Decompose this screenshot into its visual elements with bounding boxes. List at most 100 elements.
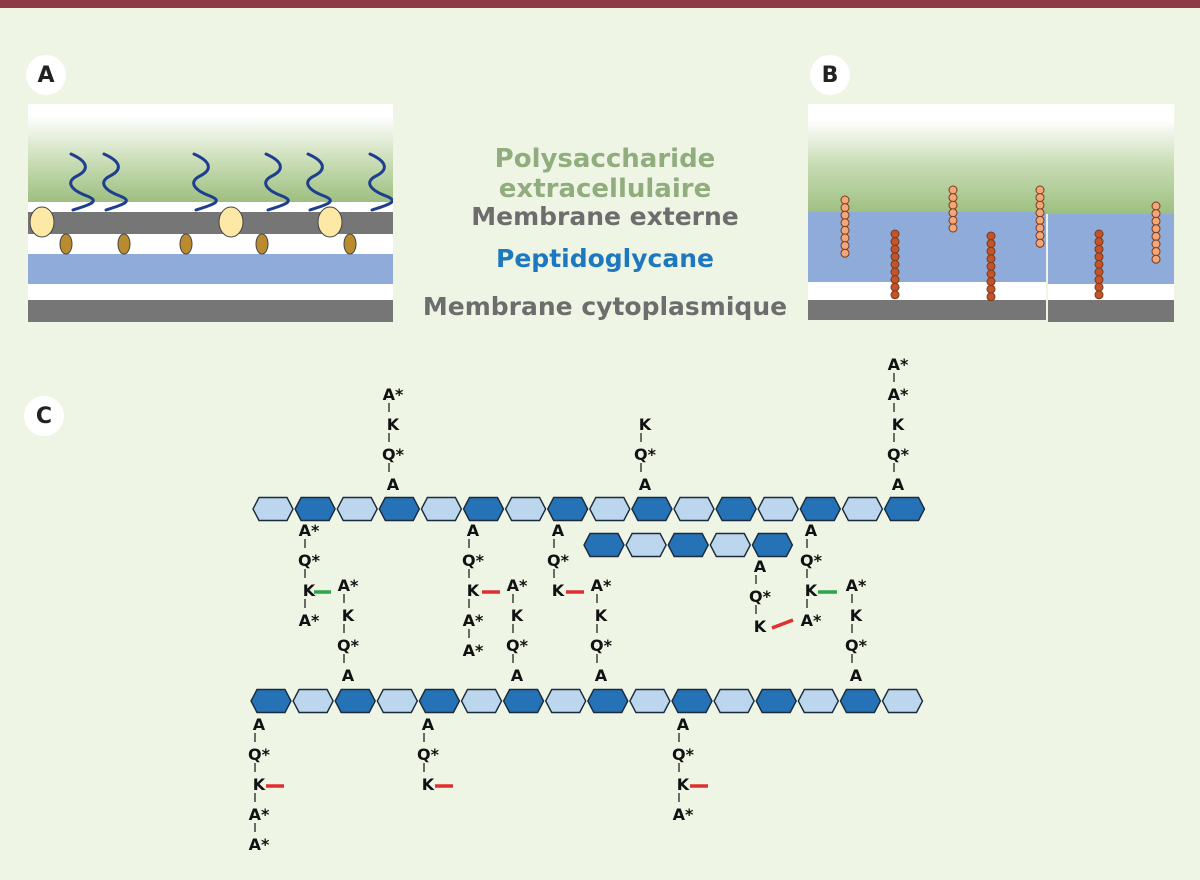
polysaccharide-layer (28, 104, 393, 202)
chain-light-4-unit (1151, 216, 1161, 226)
gap-white-b1 (808, 282, 1046, 300)
top-glycan-strand-sugar (841, 496, 884, 522)
bottom-glycan-strand-sugar (544, 688, 587, 714)
stem-bottom-down-3-residue: Q* (672, 745, 695, 764)
bottom-glycan-strand-sugar (839, 688, 882, 714)
bottom-glycan-strand-sugar (334, 688, 376, 714)
stem-bottom-up-4-residue: A (850, 666, 863, 685)
stem-bottom-down-1-residue: A* (249, 805, 270, 824)
chain-dark-1-unit (890, 259, 900, 269)
top-glycan-strand-sugar (378, 496, 421, 522)
stem-bottom-down-2-residue: K (422, 775, 435, 794)
chain-dark-3-unit (1094, 252, 1104, 262)
chain-dark-3 (1094, 229, 1104, 300)
chain-light-2-unit (948, 208, 958, 218)
stem-bottom-up-3-residue: Q* (590, 636, 613, 655)
stem-top-down-2-residue: A* (463, 611, 484, 630)
chain-light-1-unit (840, 248, 850, 258)
top-glycan-strand-sugar (589, 496, 631, 522)
chain-dark-3-unit (1094, 259, 1104, 269)
panel-b-diagram (808, 104, 1174, 322)
chain-light-4-unit (1151, 201, 1161, 211)
chain-dark-2-unit (986, 239, 996, 249)
chain-dark-3-unit (1094, 282, 1104, 292)
stem-bottom-up-2-residue: A* (507, 576, 528, 595)
bottom-glycan-strand-sugar (713, 688, 755, 714)
bottom-glycan-strand-sugar (460, 688, 503, 714)
membrane-protein-4 (255, 233, 269, 255)
chain-dark-2-unit (986, 246, 996, 256)
middle-glycan-strand-sugar (625, 532, 667, 558)
gap-white-a3 (28, 284, 393, 300)
chain-light-4-unit (1151, 231, 1161, 241)
stem-top-up-2-residue: A (639, 475, 652, 494)
chain-light-2-unit (948, 215, 958, 225)
cytoplasmic-membrane-layer (28, 300, 393, 322)
chain-light-1-unit (840, 195, 850, 205)
middle-glycan-strand-sugar (751, 532, 794, 558)
stem-top-down-1-residue: Q* (298, 551, 321, 570)
panel-a-diagram (28, 104, 393, 322)
stem-top-up-3-residue: K (892, 415, 905, 434)
chain-dark-1-unit (890, 290, 900, 300)
top-glycan-strand-sugar (504, 496, 547, 522)
top-glycan-strand-sugar (294, 496, 336, 522)
gap-white-a1 (28, 202, 393, 212)
stem-top-down-2-residue: A (467, 521, 480, 540)
bottom-glycan-strand-sugar (376, 688, 419, 714)
panel-label-c: C (24, 396, 64, 436)
membrane-protein-5 (343, 233, 357, 255)
stem-top-down-4-residue: A* (801, 611, 822, 630)
stem-top-up-3-residue: A* (888, 385, 909, 404)
chain-light-3-unit (1035, 231, 1045, 241)
stem-bottom-down-1-residue: K (253, 775, 266, 794)
chain-dark-2-unit (986, 254, 996, 264)
chain-light-2-unit (948, 200, 958, 210)
chain-light-1-unit (840, 218, 850, 228)
bottom-glycan-strand-sugar (881, 688, 924, 714)
chain-light-3-unit (1035, 223, 1045, 233)
chain-light-3-unit (1035, 200, 1045, 210)
panel-label-a: A (26, 55, 66, 95)
chain-light-4-unit (1151, 239, 1161, 249)
stem-bottom-down-2-residue: Q* (417, 745, 440, 764)
stem-bottom-down-3-residue: A (677, 715, 690, 734)
chain-light-2-unit (948, 193, 958, 203)
chain-dark-1-unit (890, 275, 900, 285)
chain-dark-1-unit (890, 282, 900, 292)
chain-dark-2-unit (986, 231, 996, 241)
chain-dark-3-unit (1094, 267, 1104, 277)
polysaccharide-strand-2 (102, 152, 128, 212)
bottom-glycan-strand-sugar (671, 688, 713, 714)
top-glycan-strand-sugar (420, 496, 463, 522)
polysaccharide-strand-6 (368, 152, 393, 212)
chain-dark-2 (986, 231, 996, 302)
chain-light-1-unit (840, 225, 850, 235)
cytoplasmic-membrane-layer-b2 (1048, 300, 1174, 322)
stem-bottom-up-1-residue: Q* (337, 636, 360, 655)
chain-light-3-unit (1035, 193, 1045, 203)
top-glycan-strand-sugar (883, 496, 926, 522)
chain-light-1-unit (840, 203, 850, 213)
stem-top-down-2-residue: Q* (462, 551, 485, 570)
bottom-glycan-strand-sugar (502, 688, 545, 714)
stem-bottom-up-4-residue: Q* (845, 636, 868, 655)
chain-light-4-unit (1151, 247, 1161, 257)
chain-dark-1-unit (890, 237, 900, 247)
top-accent-bar (0, 0, 1200, 8)
middle-glycan-strand-sugar (709, 532, 752, 558)
legend-polysaccharide: Polysaccharide extracellulaire (494, 144, 716, 204)
chain-dark-2-unit (986, 292, 996, 302)
top-glycan-strand-sugar (546, 496, 589, 522)
stem-bottom-up-2-residue: Q* (506, 636, 529, 655)
polysaccharide-strand-3 (192, 152, 218, 212)
bottom-glycan-strand-sugar (250, 688, 292, 714)
chain-dark-2-unit (986, 269, 996, 279)
outer-membrane-layer (28, 212, 393, 234)
bottom-glycan-strand-sugar (755, 688, 797, 714)
stem-bottom-up-1-residue: K (342, 606, 355, 625)
chain-dark-1-unit (890, 267, 900, 277)
stem-top-down-4-residue: Q* (800, 551, 823, 570)
chain-dark-2-unit (986, 261, 996, 271)
stem-bottom-up-4-residue: K (850, 606, 863, 625)
